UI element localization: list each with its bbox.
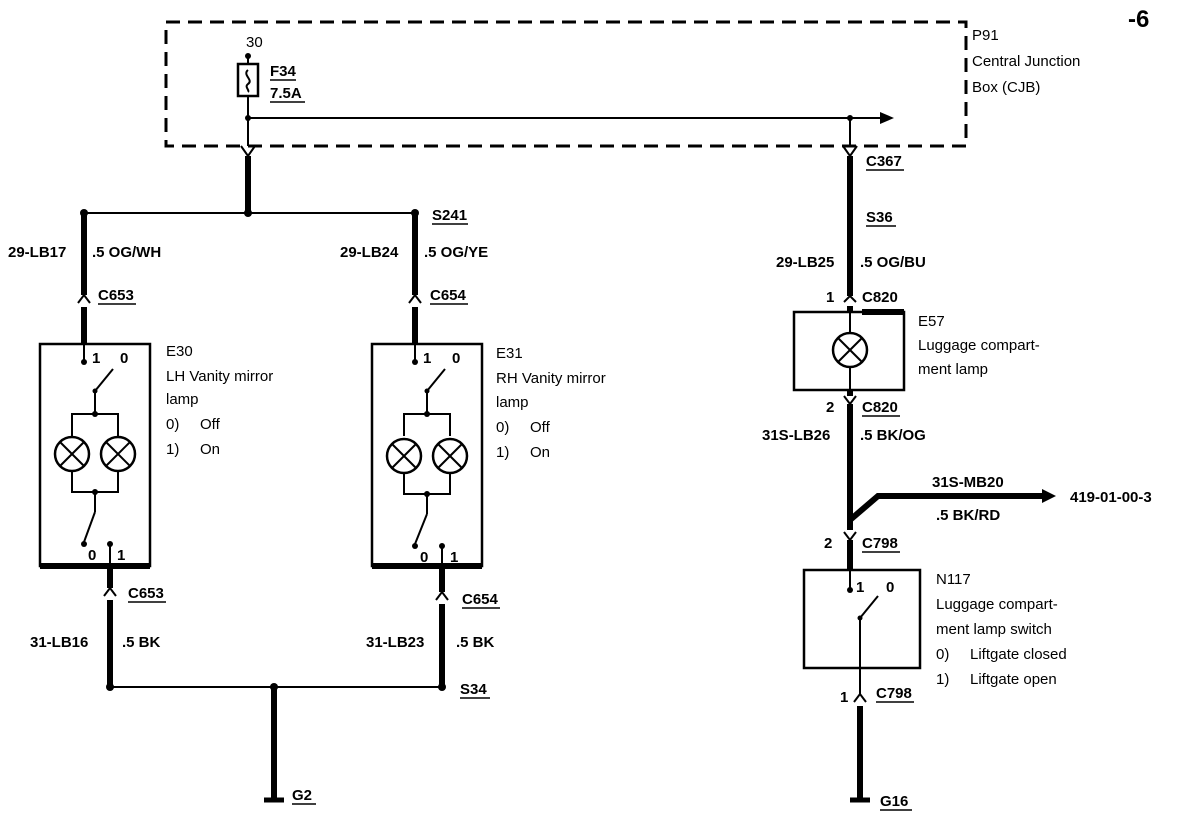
e31-bulb-left <box>385 437 423 475</box>
e30-ref: E30 <box>166 343 193 360</box>
e57-desc-line1: Luggage compart- <box>918 337 1040 354</box>
wire-31s-mb20: 31S-MB20 .5 BK/RD 419-01-00-3 <box>848 474 1152 524</box>
cjb-name-line2: Box (CJB) <box>972 79 1040 96</box>
n117-ref: N117 <box>936 571 971 588</box>
e57-desc-line2: ment lamp <box>918 361 988 378</box>
n117-desc-line2: ment lamp switch <box>936 621 1052 638</box>
e30-pos1-num: 1) <box>166 441 179 458</box>
lb23-spec: .5 BK <box>456 634 495 651</box>
connector-c798-bot: C798 <box>876 685 912 702</box>
c820-top-pin: 1 <box>826 289 834 306</box>
e57-ref: E57 <box>918 313 945 330</box>
n117-pos1-num: 1) <box>936 671 949 688</box>
lb17-circuit: 29-LB17 <box>8 244 66 261</box>
e30-bot-pos1: 1 <box>117 547 125 564</box>
lb25-circuit: 29-LB25 <box>776 254 834 271</box>
lb16-spec: .5 BK <box>122 634 161 651</box>
fuse-rating: 7.5A <box>270 85 302 102</box>
splice-s36: S36 <box>866 209 893 226</box>
n117-desc-line1: Luggage compart- <box>936 596 1058 613</box>
lb23-circuit: 31-LB23 <box>366 634 424 651</box>
c820-bot-pin: 2 <box>826 399 834 416</box>
offpage-reference: 419-01-00-3 <box>1070 489 1152 506</box>
mb20-circuit: 31S-MB20 <box>932 474 1004 491</box>
splice-s34: S34 <box>460 681 487 698</box>
lb26-spec: .5 BK/OG <box>860 427 926 444</box>
c798-bot-pin: 1 <box>840 689 848 706</box>
connector-c653-top: C653 <box>98 287 134 304</box>
component-e57: E57 Luggage compart- ment lamp <box>792 309 1040 392</box>
e31-desc-line2: lamp <box>496 394 529 411</box>
e30-pos0-label: Off <box>200 416 221 433</box>
e31-pos1-label: On <box>530 444 550 461</box>
e31-bot-pos0: 0 <box>420 549 428 566</box>
wire-31-lb16: C653 31-LB16 .5 BK <box>30 566 166 691</box>
lb25-spec: .5 OG/BU <box>860 254 926 271</box>
ground-g2-branch: S34 G2 <box>110 681 490 805</box>
lb24-circuit: 29-LB24 <box>340 244 399 261</box>
lb16-circuit: 31-LB16 <box>30 634 88 651</box>
connector-c653-bot: C653 <box>128 585 164 602</box>
e31-bot-pos1: 1 <box>450 549 458 566</box>
e30-desc-line2: lamp <box>166 391 199 408</box>
splice-s241: S241 <box>432 207 467 224</box>
e31-ref: E31 <box>496 345 523 362</box>
fuse-f34: F34 7.5A <box>236 53 305 146</box>
fuse-ref: F34 <box>270 63 297 80</box>
connector-c367: C367 <box>866 153 902 170</box>
page-number: -6 <box>1128 6 1149 33</box>
n117-pos0-num: 0) <box>936 646 949 663</box>
n117-sw-pos1: 1 <box>856 579 864 596</box>
component-n117: 1 0 N117 Luggage compart- ment lamp swit… <box>802 568 1067 688</box>
cjb-ref: P91 <box>972 27 999 44</box>
central-junction-box: P91 Central Junction Box (CJB) 30 F34 7.… <box>164 20 1080 148</box>
connector-c654-bot: C654 <box>462 591 499 608</box>
e31-top-pos1: 1 <box>423 350 431 367</box>
ground-g2: G2 <box>292 787 312 804</box>
wire-29-lb24: 29-LB24 .5 OG/YE C654 <box>340 213 488 344</box>
cjb-name-line1: Central Junction <box>972 53 1080 70</box>
lb26-circuit: 31S-LB26 <box>762 427 830 444</box>
lb17-spec: .5 OG/WH <box>92 244 161 261</box>
connector-c820-bot: C820 <box>862 399 898 416</box>
wire-to-n117: 2 C798 <box>824 520 900 570</box>
n117-pos1-label: Liftgate open <box>970 671 1057 688</box>
connector-c798-top: C798 <box>862 535 898 552</box>
cjb-left-output: S241 <box>80 145 468 225</box>
e31-pos1-num: 1) <box>496 444 509 461</box>
ground-g16: G16 <box>880 793 908 810</box>
wire-31s-lb26: 2 C820 31S-LB26 .5 BK/OG <box>762 390 926 520</box>
c798-top-pin: 2 <box>824 535 832 552</box>
e30-desc-line1: LH Vanity mirror <box>166 368 273 385</box>
connector-c820-top: C820 <box>862 289 898 306</box>
ground-g16-branch: 1 C798 G16 <box>840 668 914 811</box>
connector-c654-top: C654 <box>430 287 467 304</box>
e30-bot-pos0: 0 <box>88 547 96 564</box>
e30-pos1-label: On <box>200 441 220 458</box>
e30-bulb-right <box>99 435 137 473</box>
e31-bulb-right <box>431 437 469 475</box>
n117-sw-pos0: 0 <box>886 579 894 596</box>
component-e31: 1 0 0 1 E31 RH Vanity mirror lamp 0) Off… <box>370 342 606 569</box>
e30-top-pos1: 1 <box>92 350 100 367</box>
mb20-spec: .5 BK/RD <box>936 507 1000 524</box>
lb24-spec: .5 OG/YE <box>424 244 488 261</box>
wire-31-lb23: C654 31-LB23 .5 BK <box>366 566 500 691</box>
e31-pos0-num: 0) <box>496 419 509 436</box>
e31-top-pos0: 0 <box>452 350 460 367</box>
n117-pos0-label: Liftgate closed <box>970 646 1067 663</box>
wire-29-lb25: C367 S36 29-LB25 .5 OG/BU 1 C820 <box>776 145 926 312</box>
wire-29-lb17: 29-LB17 .5 OG/WH C653 <box>8 213 161 344</box>
e30-bulb-left <box>53 435 91 473</box>
e31-desc-line1: RH Vanity mirror <box>496 370 606 387</box>
e31-pos0-label: Off <box>530 419 551 436</box>
e30-top-pos0: 0 <box>120 350 128 367</box>
component-e30: 1 0 0 1 E30 LH Vanity mirror lamp 0) Off… <box>38 342 273 569</box>
e30-pos0-num: 0) <box>166 416 179 433</box>
terminal-30-label: 30 <box>246 34 263 51</box>
